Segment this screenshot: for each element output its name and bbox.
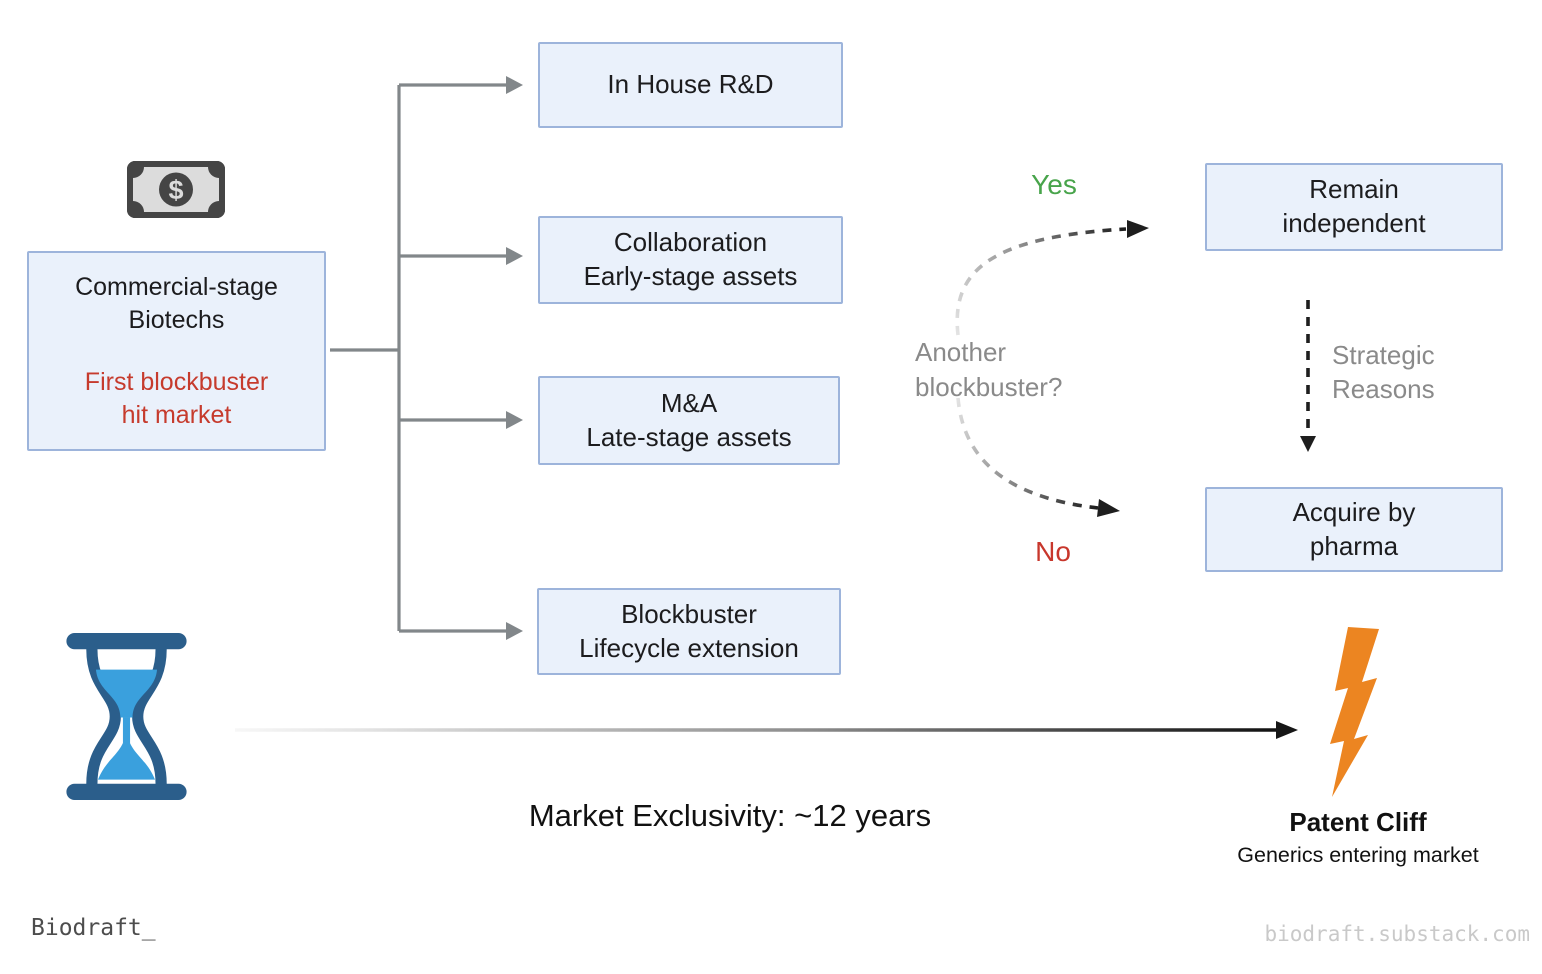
branch-arrowheads — [506, 76, 523, 640]
patent-cliff-subtitle: Generics entering market — [1237, 843, 1479, 867]
dollar-symbol: $ — [168, 175, 183, 205]
hourglass-icon — [66, 633, 187, 800]
strategic-reasons-arrowhead — [1300, 436, 1316, 452]
site-watermark: biodraft.substack.com — [1264, 922, 1530, 946]
strategy-box-collaboration: Collaboration Early-stage assets — [538, 216, 843, 304]
decision-question: Another blockbuster? — [915, 337, 1063, 403]
yes-label: Yes — [1031, 169, 1077, 200]
yes-arrowhead — [1127, 220, 1149, 238]
source-title: Commercial-stage Biotechs — [75, 273, 278, 334]
lightning-bolt-icon — [1330, 627, 1379, 797]
yes-curve-arrow — [955, 227, 1127, 336]
strategy-box-blockbuster-lifecycle: Blockbuster Lifecycle extension — [537, 588, 841, 675]
strategic-reasons-label: Strategic Reasons — [1332, 340, 1435, 405]
brand-watermark: Biodraft_ — [31, 915, 156, 941]
strategy-box-in-house-rd: In House R&D — [538, 42, 843, 128]
strategy-box-ma: M&A Late-stage assets — [538, 376, 840, 465]
branch-connectors — [330, 83, 506, 633]
no-curve-arrow — [956, 397, 1099, 510]
source-highlight: First blockbuster hit market — [84, 368, 269, 429]
market-exclusivity-label: Market Exclusivity: ~12 years — [528, 798, 932, 833]
outcome-box-remain-independent: Remain independent — [1205, 163, 1503, 251]
no-arrowhead — [1097, 499, 1120, 517]
patent-cliff-title: Patent Cliff — [1289, 807, 1427, 837]
commercial-stage-biotechs-box: Commercial-stage Biotechs First blockbus… — [27, 251, 326, 451]
timeline-arrowhead — [1276, 721, 1298, 739]
banknote-dollar-icon: $ — [127, 161, 225, 218]
no-label: No — [1035, 536, 1071, 567]
outcome-box-acquire-by-pharma: Acquire by pharma — [1205, 487, 1503, 572]
